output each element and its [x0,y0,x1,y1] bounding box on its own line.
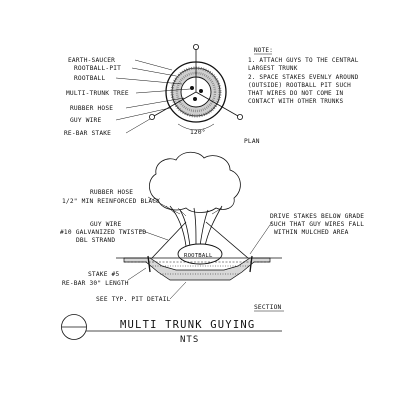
guy-wire-left [151,221,187,259]
note-block: NOTE: 1. ATTACH GUYS TO THE CENTRAL LARG… [248,47,359,105]
drawing-scale: NTS [180,335,199,345]
section-note-line: DRIVE STAKES BELOW GRADE [270,213,364,220]
stake-marker [148,114,155,121]
plan-view: 120° EARTH-SAUCER ROOTBALL-PIT ROOTBALL … [64,44,260,145]
tree-canopy [149,151,241,213]
stake-right [249,255,253,273]
section-note-line: WITHIN MULCHED AREA [274,229,349,236]
plan-label-rubber-hose: RUBBER HOSE [70,105,113,112]
section-label-stake: STAKE #5 [88,271,119,278]
angle-label: 120° [190,128,206,136]
note-heading: NOTE: [254,47,273,54]
note-line: 1. ATTACH GUYS TO THE CENTRAL [248,57,359,64]
note-line: LARGEST TRUNK [248,65,298,72]
plan-title: PLAN [244,138,260,145]
section-label-pit-detail: SEE TYP. PIT DETAIL [96,296,171,303]
section-label-wire-spec: #10 GALVANIZED TWISTED [60,229,146,236]
section-view: ROOTBALL RUBBER HOSE 1/2" MIN REINFORCED… [60,151,364,312]
section-label-stake-spec: RE-BAR 30" LENGTH [62,280,129,287]
section-rootball [177,243,223,265]
rootball-label: ROOTBALL [184,253,213,259]
section-label-rubber-hose: RUBBER HOSE [90,189,133,196]
trunk-marker [199,89,203,93]
plan-label-rootball-pit: ROOTBALL-PIT [74,65,121,72]
plan-label-rootball: ROOTBALL [74,75,105,82]
plan-label-re-bar-stake: RE-BAR STAKE [64,130,111,137]
section-note-line: SUCH THAT GUY WIRES FALL [270,221,364,228]
note-line: THAT WIRES DO NOT COME IN [248,90,343,97]
note-line: CONTACT WITH OTHER TRUNKS [248,98,343,105]
guy-wire-right [205,221,249,259]
section-title: SECTION [254,304,282,311]
section-label-hose-spec: 1/2" MIN REINFORCED BLACK [62,198,160,205]
section-label-guy-wire: GUY WIRE [90,221,121,228]
drawing-title: MULTI TRUNK GUYING [120,319,255,331]
note-line: (OUTSIDE) ROOTBALL PIT SUCH [248,82,351,89]
section-label-wire-strand: DBL STRAND [76,237,115,244]
plan-label-guy-wire: GUY WIRE [70,117,101,124]
plan-label-multi-trunk-tree: MULTI-TRUNK TREE [66,90,129,97]
stake-marker [192,44,199,51]
trunk-marker [190,86,194,90]
stake-left [147,255,151,273]
plan-label-earth-saucer: EARTH-SAUCER [68,57,115,64]
detail-bubble [61,314,87,340]
stake-marker [236,114,243,121]
multi-trunks [165,205,223,247]
planting-pit [123,257,271,281]
title-block: MULTI TRUNK GUYING NTS [61,314,282,345]
trunk-marker [193,97,197,101]
note-line: 2. SPACE STAKES EVENLY AROUND [248,74,359,81]
